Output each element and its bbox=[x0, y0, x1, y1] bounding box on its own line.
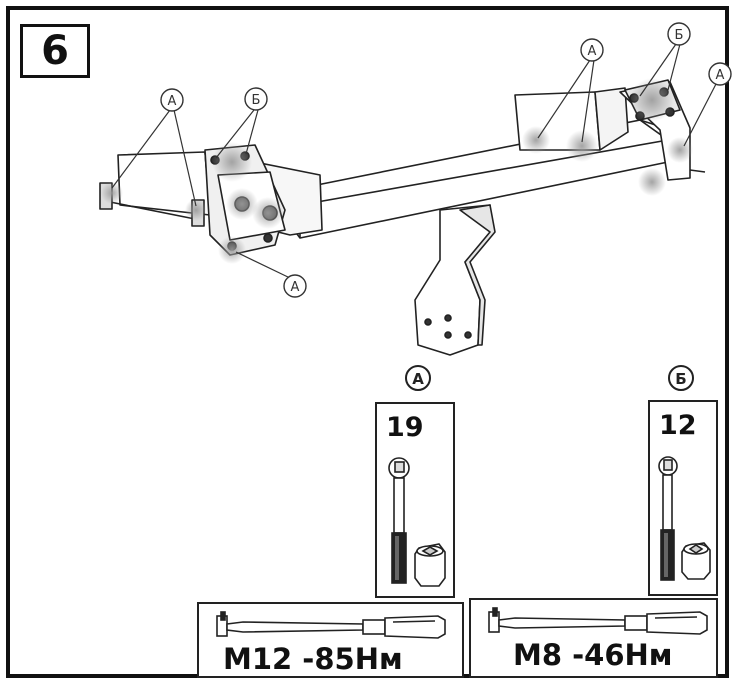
svg-text:A: A bbox=[168, 94, 177, 109]
callout-a-1: A bbox=[160, 88, 184, 112]
ratchet-socket-icon bbox=[658, 456, 711, 581]
callout-leader-lines bbox=[111, 43, 717, 279]
svg-text:A: A bbox=[716, 68, 725, 83]
tool-group-a-label: A bbox=[405, 365, 431, 391]
step-number: 6 bbox=[20, 24, 90, 78]
callout-a-3: A bbox=[580, 38, 604, 62]
torque-box-m12: M12 -85Нм bbox=[197, 602, 464, 678]
svg-text:Б: Б bbox=[252, 93, 261, 108]
tool-group-b-label: Б bbox=[668, 365, 694, 391]
torque-wrench-icon bbox=[216, 611, 446, 639]
fastener-highlights bbox=[101, 78, 693, 264]
tool-box-a: 19 bbox=[375, 402, 455, 598]
left-mounting-bracket bbox=[99, 144, 323, 256]
svg-text:Б: Б bbox=[675, 28, 684, 43]
hitch-neck-plate bbox=[414, 204, 496, 356]
callout-b-2: Б bbox=[667, 22, 691, 46]
torque-spec-m8: M8 -46Нм bbox=[513, 638, 673, 672]
svg-text:Б: Б bbox=[675, 370, 686, 388]
svg-text:A: A bbox=[291, 280, 300, 295]
socket-size-b: 12 bbox=[659, 410, 697, 441]
callout-a-4: A bbox=[708, 62, 732, 86]
torque-wrench-icon bbox=[488, 607, 708, 635]
ratchet-socket-icon bbox=[388, 457, 446, 587]
callout-b-1: Б bbox=[244, 87, 268, 111]
callout-a-2: A bbox=[283, 274, 307, 298]
svg-text:A: A bbox=[588, 44, 597, 59]
torque-box-m8: M8 -46Нм bbox=[469, 598, 718, 678]
torque-spec-m12: M12 -85Нм bbox=[223, 642, 403, 676]
socket-size-a: 19 bbox=[386, 412, 424, 443]
svg-text:A: A bbox=[412, 370, 424, 388]
tool-box-b: 12 bbox=[648, 400, 718, 596]
